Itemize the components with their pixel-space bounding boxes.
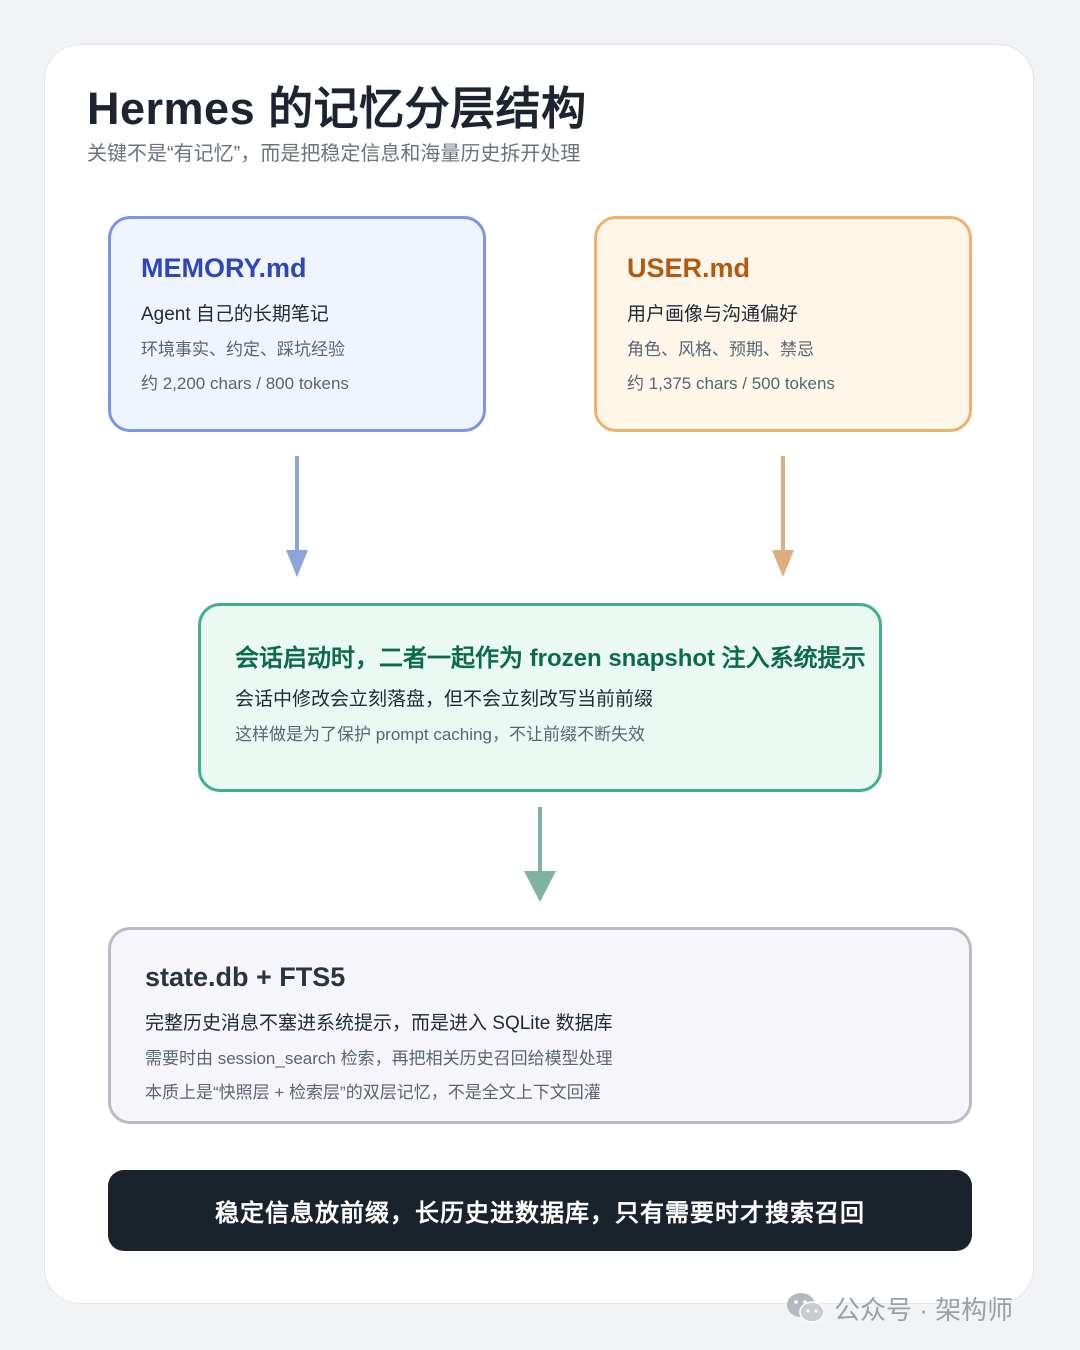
page-title: Hermes 的记忆分层结构 [87,83,587,134]
user-md-box: USER.md 用户画像与沟通偏好 角色、风格、预期、禁忌 约 1,375 ch… [594,216,972,432]
session-box-line-2: 这样做是为了保护 prompt caching，不让前缀不断失效 [235,725,645,744]
user-to-session-arrow [772,456,794,577]
summary-banner-text: 稳定信息放前缀，长历史进数据库，只有需要时才搜索召回 [215,1200,865,1227]
watermark: 公众号 · 架构师 [786,1288,1013,1328]
watermark-text: 公众号 · 架构师 [834,1294,1014,1325]
session-snapshot-box: 会话启动时，二者一起作为 frozen snapshot 注入系统提示 会话中修… [198,603,882,792]
summary-banner: 稳定信息放前缀，长历史进数据库，只有需要时才搜索召回 [108,1170,972,1251]
state-db-box: state.db + FTS5 完整历史消息不塞进系统提示，而是进入 SQLit… [108,927,972,1124]
memory-box-contents: 环境事实、约定、踩坑经验 [141,340,345,359]
state-box-line-3: 本质上是“快照层 + 检索层”的双层记忆，不是全文上下文回灌 [145,1083,601,1102]
memory-box-heading: MEMORY.md [141,253,307,283]
memory-to-session-arrow [286,456,308,577]
user-box-heading: USER.md [627,253,751,283]
session-box-heading: 会话启动时，二者一起作为 frozen snapshot 注入系统提示 [235,645,866,672]
arrow-head [772,550,794,577]
state-box-line-2: 需要时由 session_search 检索，再把相关历史召回给模型处理 [145,1049,613,1068]
memory-box-size: 约 2,200 chars / 800 tokens [141,374,349,393]
session-box-line-1: 会话中修改会立刻落盘，但不会立刻改写当前前缀 [235,689,654,710]
page-subtitle: 关键不是“有记忆”，而是把稳定信息和海量历史拆开处理 [87,143,581,165]
arrow-head [524,871,556,902]
memory-box-description: Agent 自己的长期笔记 [141,304,329,325]
session-to-state-arrow [524,807,556,902]
memory-md-box: MEMORY.md Agent 自己的长期笔记 环境事实、约定、踩坑经验 约 2… [108,216,486,432]
user-box-description: 用户画像与沟通偏好 [627,304,799,325]
user-box-size: 约 1,375 chars / 500 tokens [627,374,835,393]
wechat-icon [787,1293,825,1323]
state-box-line-1: 完整历史消息不塞进系统提示，而是进入 SQLite 数据库 [145,1013,613,1034]
user-box-contents: 角色、风格、预期、禁忌 [627,340,814,359]
state-box-heading: state.db + FTS5 [145,962,346,992]
arrow-head [286,550,308,577]
